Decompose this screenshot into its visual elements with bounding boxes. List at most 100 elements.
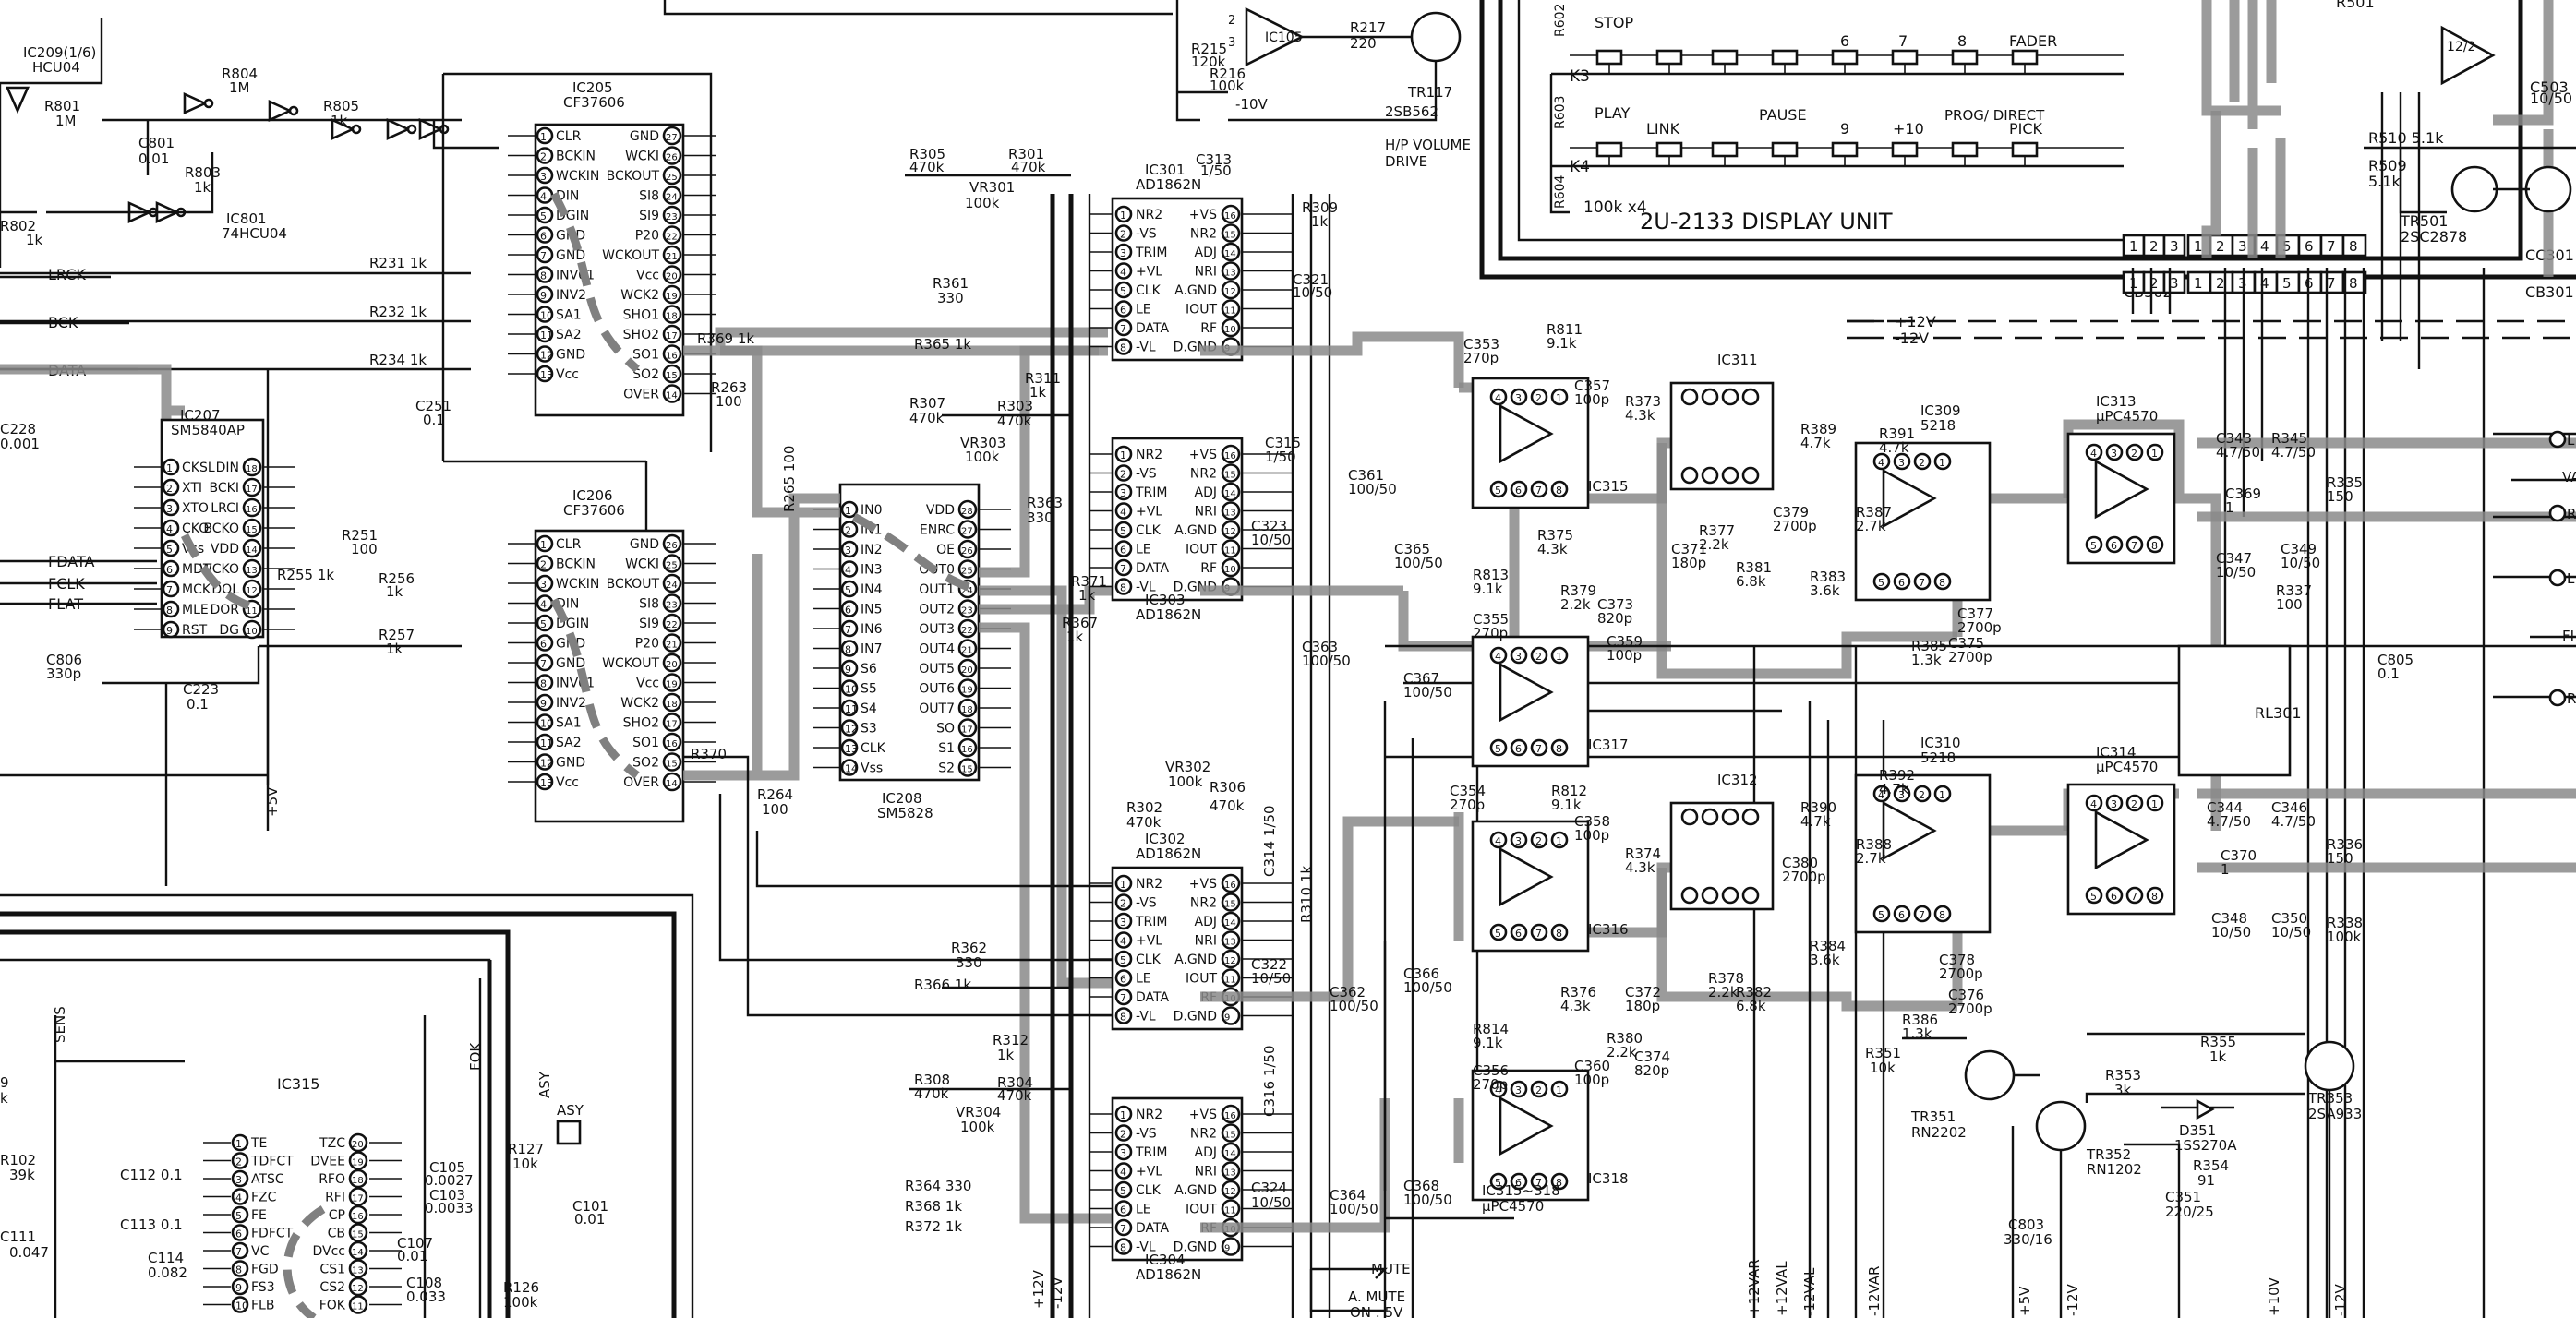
- svg-text:8: 8: [1120, 342, 1126, 354]
- svg-text:470k: 470k: [997, 413, 1032, 429]
- svg-text:1: 1: [1939, 789, 1945, 801]
- pin-label: WCKI: [625, 557, 659, 572]
- component-ref: R812: [1551, 783, 1587, 799]
- svg-text:6: 6: [1515, 743, 1522, 755]
- hp-driver: IC105 R215 120k R216 100k R217 220 TR117…: [1175, 0, 1471, 170]
- pin-number: [536, 634, 554, 652]
- svg-text:L: L: [2567, 570, 2575, 587]
- pin-number-text: 21: [961, 646, 973, 656]
- svg-text:VR302: VR302: [1165, 759, 1210, 775]
- svg-text:1/50: 1/50: [1265, 449, 1296, 465]
- svg-text:C323: C323: [1251, 518, 1287, 534]
- svg-text:2: 2: [1120, 898, 1126, 910]
- pin-number: [840, 580, 859, 598]
- dac-pin-label: NR2: [1190, 467, 1217, 482]
- svg-text:C223: C223: [183, 681, 219, 698]
- pin-number-text: 2: [845, 525, 851, 537]
- pin-label: SA2: [556, 736, 582, 750]
- svg-text:C324: C324: [1251, 1180, 1287, 1196]
- pin-label: Vcc: [636, 677, 659, 691]
- c503-label: C503: [2530, 78, 2569, 96]
- pin-number-text: 23: [666, 212, 678, 222]
- pin-number-text: 28: [961, 507, 973, 517]
- pin-number-text: 22: [666, 233, 678, 243]
- component-value: 2.7k: [1856, 850, 1886, 867]
- svg-text:330: 330: [1027, 509, 1053, 526]
- r217-label: R217: [1350, 19, 1386, 36]
- pin-number: [348, 1259, 368, 1278]
- pin-number: [536, 614, 554, 632]
- svg-text:C113 0.1: C113 0.1: [120, 1216, 183, 1233]
- pin-number-text: 10: [540, 718, 553, 730]
- svg-text:13: 13: [1224, 269, 1236, 279]
- pin-label: Vcc: [556, 367, 579, 382]
- pin-number-text: 1: [166, 462, 173, 474]
- svg-text:2: 2: [1535, 835, 1542, 847]
- ic209-ref: IC209(1/6): [23, 44, 96, 61]
- ic207-part: SM5840AP: [171, 422, 245, 438]
- svg-text:10k: 10k: [512, 1156, 538, 1172]
- pin-label: WCKIN: [556, 169, 599, 184]
- dac-pin-label: -VL: [1136, 341, 1156, 355]
- component-value: 150: [2327, 850, 2353, 867]
- pin-number-text: 14: [666, 391, 678, 401]
- dac-pin-label: DATA: [1136, 321, 1169, 336]
- pin-number-text: 19: [352, 1158, 364, 1168]
- svg-text:1: 1: [2194, 275, 2203, 292]
- pin-number-text: 4: [540, 191, 547, 203]
- dac-pin-label: LE: [1136, 972, 1151, 987]
- dac-pin-label: NR2: [1136, 448, 1162, 462]
- svg-text:1k: 1k: [386, 641, 403, 657]
- svg-text:330: 330: [937, 290, 964, 306]
- component-value: 9.1k: [1473, 581, 1503, 597]
- pin-number-text: 20: [352, 1140, 364, 1150]
- pin-label: WCKOUT: [602, 248, 659, 263]
- pin-label: SO: [936, 722, 955, 737]
- component-value: 1.3k: [1911, 652, 1942, 668]
- pin-label: S1: [938, 741, 955, 756]
- pin-number-text: 9: [166, 625, 173, 637]
- svg-text:7: 7: [1535, 743, 1542, 755]
- svg-text:1k: 1k: [1311, 213, 1329, 230]
- svg-text:6: 6: [1898, 909, 1905, 921]
- component-value: 1: [2225, 499, 2234, 516]
- pin-number: [536, 147, 554, 164]
- pin-label: MLE: [182, 603, 209, 617]
- mute-label: MUTE: [1371, 1261, 1411, 1277]
- svg-text:6: 6: [1120, 1204, 1126, 1216]
- ic801-ref: IC801: [226, 210, 267, 227]
- svg-text:R307: R307: [909, 395, 945, 412]
- rail-10v: +10V: [2266, 1276, 2282, 1316]
- component-value: 150: [2327, 488, 2353, 505]
- pin-label: SA2: [556, 328, 582, 342]
- pin-number: [840, 738, 859, 757]
- component-ref: C360: [1574, 1058, 1610, 1074]
- component-value: 100k: [2327, 929, 2362, 945]
- fdata-label: FDATA: [48, 553, 94, 570]
- svg-text:6: 6: [1515, 485, 1522, 497]
- pin-label: SI8: [639, 597, 659, 612]
- pin-number: [231, 1188, 249, 1205]
- key-6: 6: [1840, 32, 1849, 50]
- svg-text:7: 7: [1120, 563, 1126, 575]
- ic101-ref: IC315: [277, 1075, 319, 1093]
- component-ref: R337: [2276, 582, 2312, 599]
- svg-text:1: 1: [1556, 651, 1562, 663]
- component-ref: C364: [1330, 1187, 1366, 1204]
- component-value: 1: [2221, 861, 2230, 878]
- ic105-label: IC105: [1265, 30, 1303, 45]
- svg-text:2: 2: [1919, 457, 1925, 469]
- pin-number-text: 11: [540, 330, 553, 341]
- component-ref: C376: [1948, 987, 1984, 1003]
- key-switch: [1831, 49, 1859, 66]
- component-ref: R389: [1800, 421, 1836, 437]
- pin-label: BCKOUT: [607, 577, 660, 592]
- svg-text:15: 15: [1224, 900, 1236, 910]
- dac-pin-label: NRI: [1195, 265, 1217, 280]
- ic303-part: AD1862N: [1136, 606, 1201, 623]
- component-value: 9.1k: [1551, 797, 1582, 813]
- pin-number-text: 1: [540, 131, 547, 143]
- component-value: 820p: [1634, 1062, 1669, 1079]
- dac-pin-label: IOUT: [1186, 303, 1217, 318]
- svg-text:7: 7: [2327, 275, 2336, 292]
